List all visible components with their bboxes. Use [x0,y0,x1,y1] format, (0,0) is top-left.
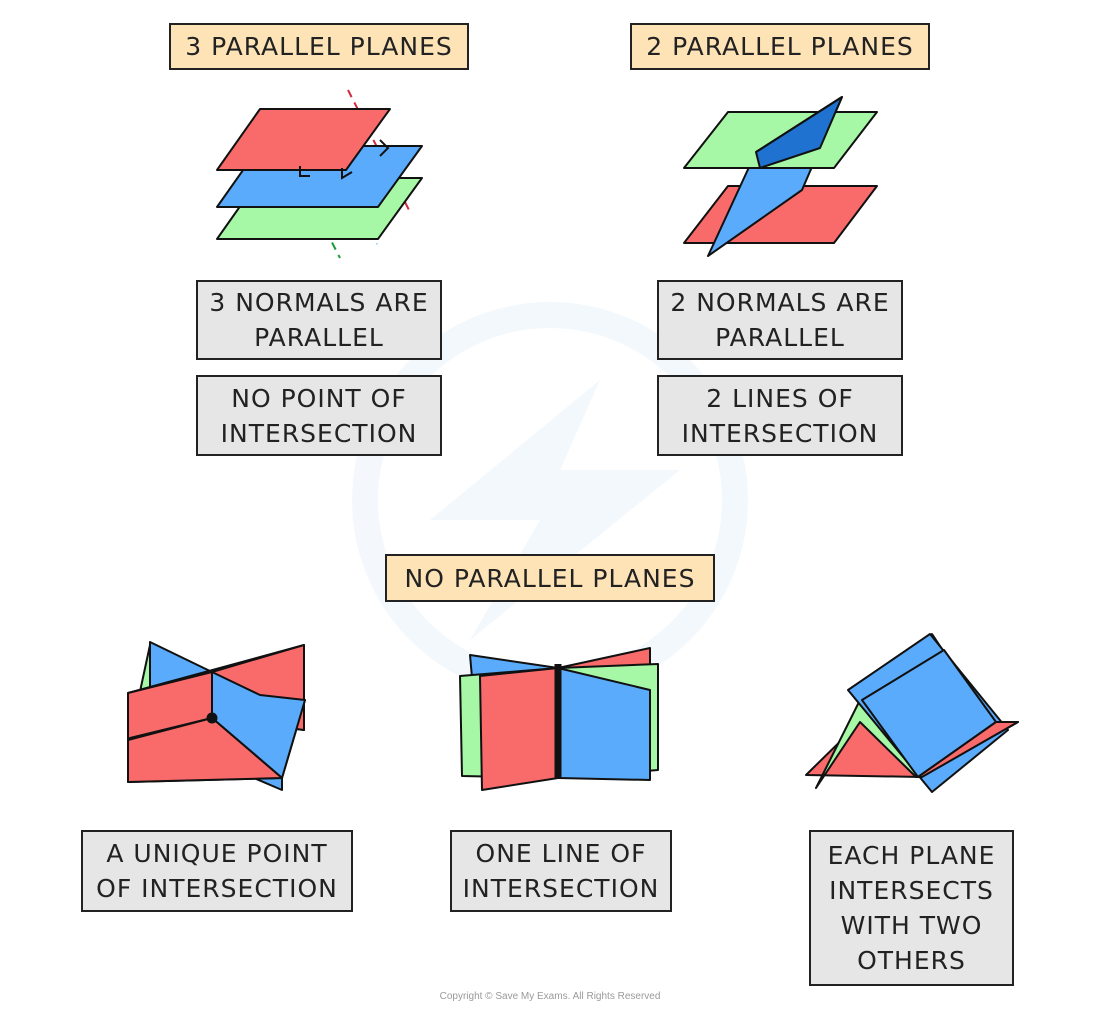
title-three-parallel: 3 PARALLEL PLANES [169,23,469,70]
intersection-line [755,96,843,153]
right-angle-mark [299,166,310,177]
right-angle-mark [341,168,353,180]
one-line-diagram [459,647,659,791]
title-two-parallel: 2 PARALLEL PLANES [630,23,930,70]
plane-red-left [479,667,559,791]
two-parallel-planes-diagram [683,96,878,257]
unique-point-box: A UNIQUE POINT OF INTERSECTION [81,830,353,912]
three-lines-box: EACH PLANE INTERSECTS WITH TWO OTHERS [809,830,1014,986]
three-parallel-normals-box: 3 NORMALS ARE PARALLEL [196,280,442,360]
right-angle-mark [379,139,390,157]
unique-point-diagram [127,641,306,791]
three-lines-diagram [805,633,1019,793]
copyright-text: Copyright © Save My Exams. All Rights Re… [439,991,661,1002]
intersection-point [206,712,218,724]
two-parallel-intersection-box: 2 LINES OF INTERSECTION [657,375,903,456]
plane-red [216,108,391,171]
watermark-logo [352,302,748,698]
three-parallel-planes-diagram [216,89,423,259]
title-no-parallel: NO PARALLEL PLANES [385,554,715,602]
one-line-box: ONE LINE OF INTERSECTION [450,830,672,912]
three-parallel-intersection-box: NO POINT OF INTERSECTION [196,375,442,456]
two-parallel-normals-box: 2 NORMALS ARE PARALLEL [657,280,903,360]
